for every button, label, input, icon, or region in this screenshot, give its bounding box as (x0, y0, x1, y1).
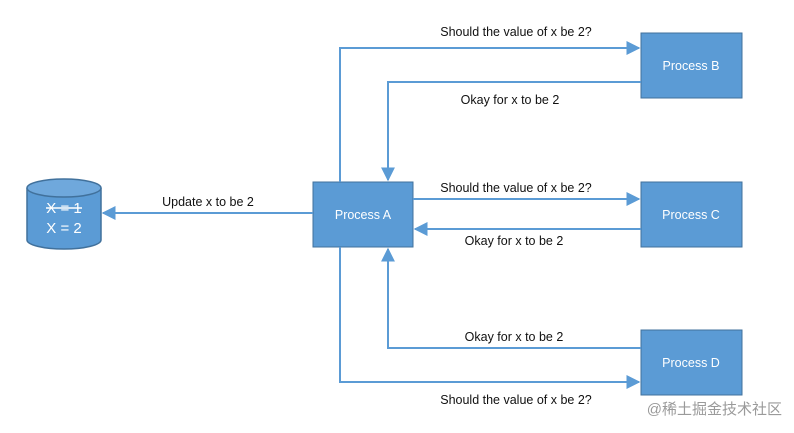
process-b-label: Process B (663, 59, 720, 73)
process-c-label: Process C (662, 208, 720, 222)
label-reply-b: Okay for x to be 2 (461, 93, 560, 107)
label-reply-c: Okay for x to be 2 (465, 234, 564, 248)
process-b-box: Process B (640, 32, 743, 99)
process-a-box: Process A (312, 181, 414, 248)
arrow-ask-d (339, 247, 641, 389)
label-reply-d: Okay for x to be 2 (465, 330, 564, 344)
label-ask-b: Should the value of x be 2? (440, 25, 592, 39)
arrow-reply-b (381, 81, 641, 182)
arrow-reply-d (381, 247, 641, 349)
new-value-text: X = 2 (46, 220, 81, 237)
process-d-label: Process D (662, 356, 720, 370)
process-d-box: Process D (640, 329, 743, 396)
process-c-box: Process C (640, 181, 743, 248)
label-ask-c: Should the value of x be 2? (440, 181, 592, 195)
label-ask-d: Should the value of x be 2? (440, 393, 592, 407)
database-cylinder: X = 1 X = 2 (26, 178, 102, 250)
watermark-text: @稀土掘金技术社区 (647, 401, 782, 418)
arrow-ask-b (339, 41, 641, 182)
label-update-db: Update x to be 2 (162, 195, 254, 209)
process-a-label: Process A (335, 208, 392, 222)
